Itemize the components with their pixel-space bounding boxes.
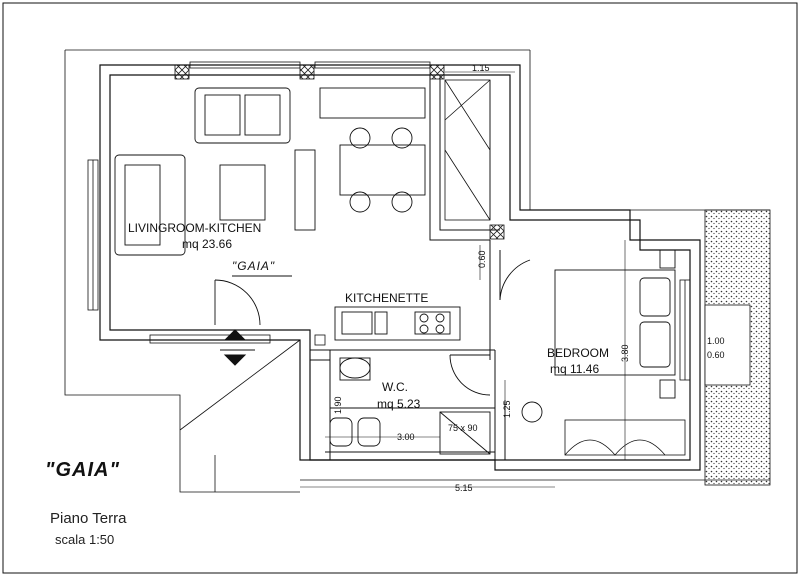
wc-door xyxy=(449,354,491,396)
dim-shower: 75 x 90 xyxy=(448,423,478,433)
living-furniture xyxy=(114,87,316,256)
livingroom-label: LIVINGROOM-KITCHEN xyxy=(128,221,262,235)
wc-fixtures xyxy=(325,357,543,455)
plan-name-tag: "GAIA" xyxy=(232,259,276,273)
wc-label: W.C. xyxy=(382,380,408,394)
entry-door xyxy=(214,279,261,326)
plan-title: "GAIA" xyxy=(45,459,120,481)
dim-wc-height-2: 1.25 xyxy=(502,400,512,418)
scale-label: scala 1:50 xyxy=(55,532,115,547)
livingroom-area: mq 23.66 xyxy=(182,237,233,251)
floor-label: Piano Terra xyxy=(50,510,127,527)
dim-bottom: 5.15 xyxy=(455,483,473,493)
bedroom-label: BEDROOM xyxy=(547,346,610,360)
dining-table xyxy=(319,87,426,213)
wc-area: mq 5.23 xyxy=(377,397,421,411)
dim-door: 0.60 xyxy=(477,250,487,268)
dim-wc-height: 1.90 xyxy=(333,396,343,414)
bedroom-door xyxy=(499,255,531,301)
kitchenette-counter xyxy=(334,306,461,341)
windows xyxy=(87,61,691,381)
dim-window-w: 1.00 xyxy=(707,336,725,346)
bedroom-area: mq 11.46 xyxy=(550,362,600,376)
meter-box xyxy=(314,334,326,346)
window-box xyxy=(704,304,751,386)
bed xyxy=(554,249,676,399)
dim-window-h: 0.60 xyxy=(707,350,725,360)
dimension-lines xyxy=(299,71,626,488)
site-lines xyxy=(64,49,770,493)
dim-top: 1.15 xyxy=(472,63,490,73)
storage-panel xyxy=(444,79,491,221)
exterior-walls xyxy=(99,64,701,471)
kitchenette-label: KITCHENETTE xyxy=(345,291,429,305)
entry-arrow xyxy=(220,329,255,366)
dim-wc-width: 3.00 xyxy=(397,432,415,442)
dim-bed-height: 3.80 xyxy=(620,344,630,362)
column-blocks xyxy=(174,64,505,240)
